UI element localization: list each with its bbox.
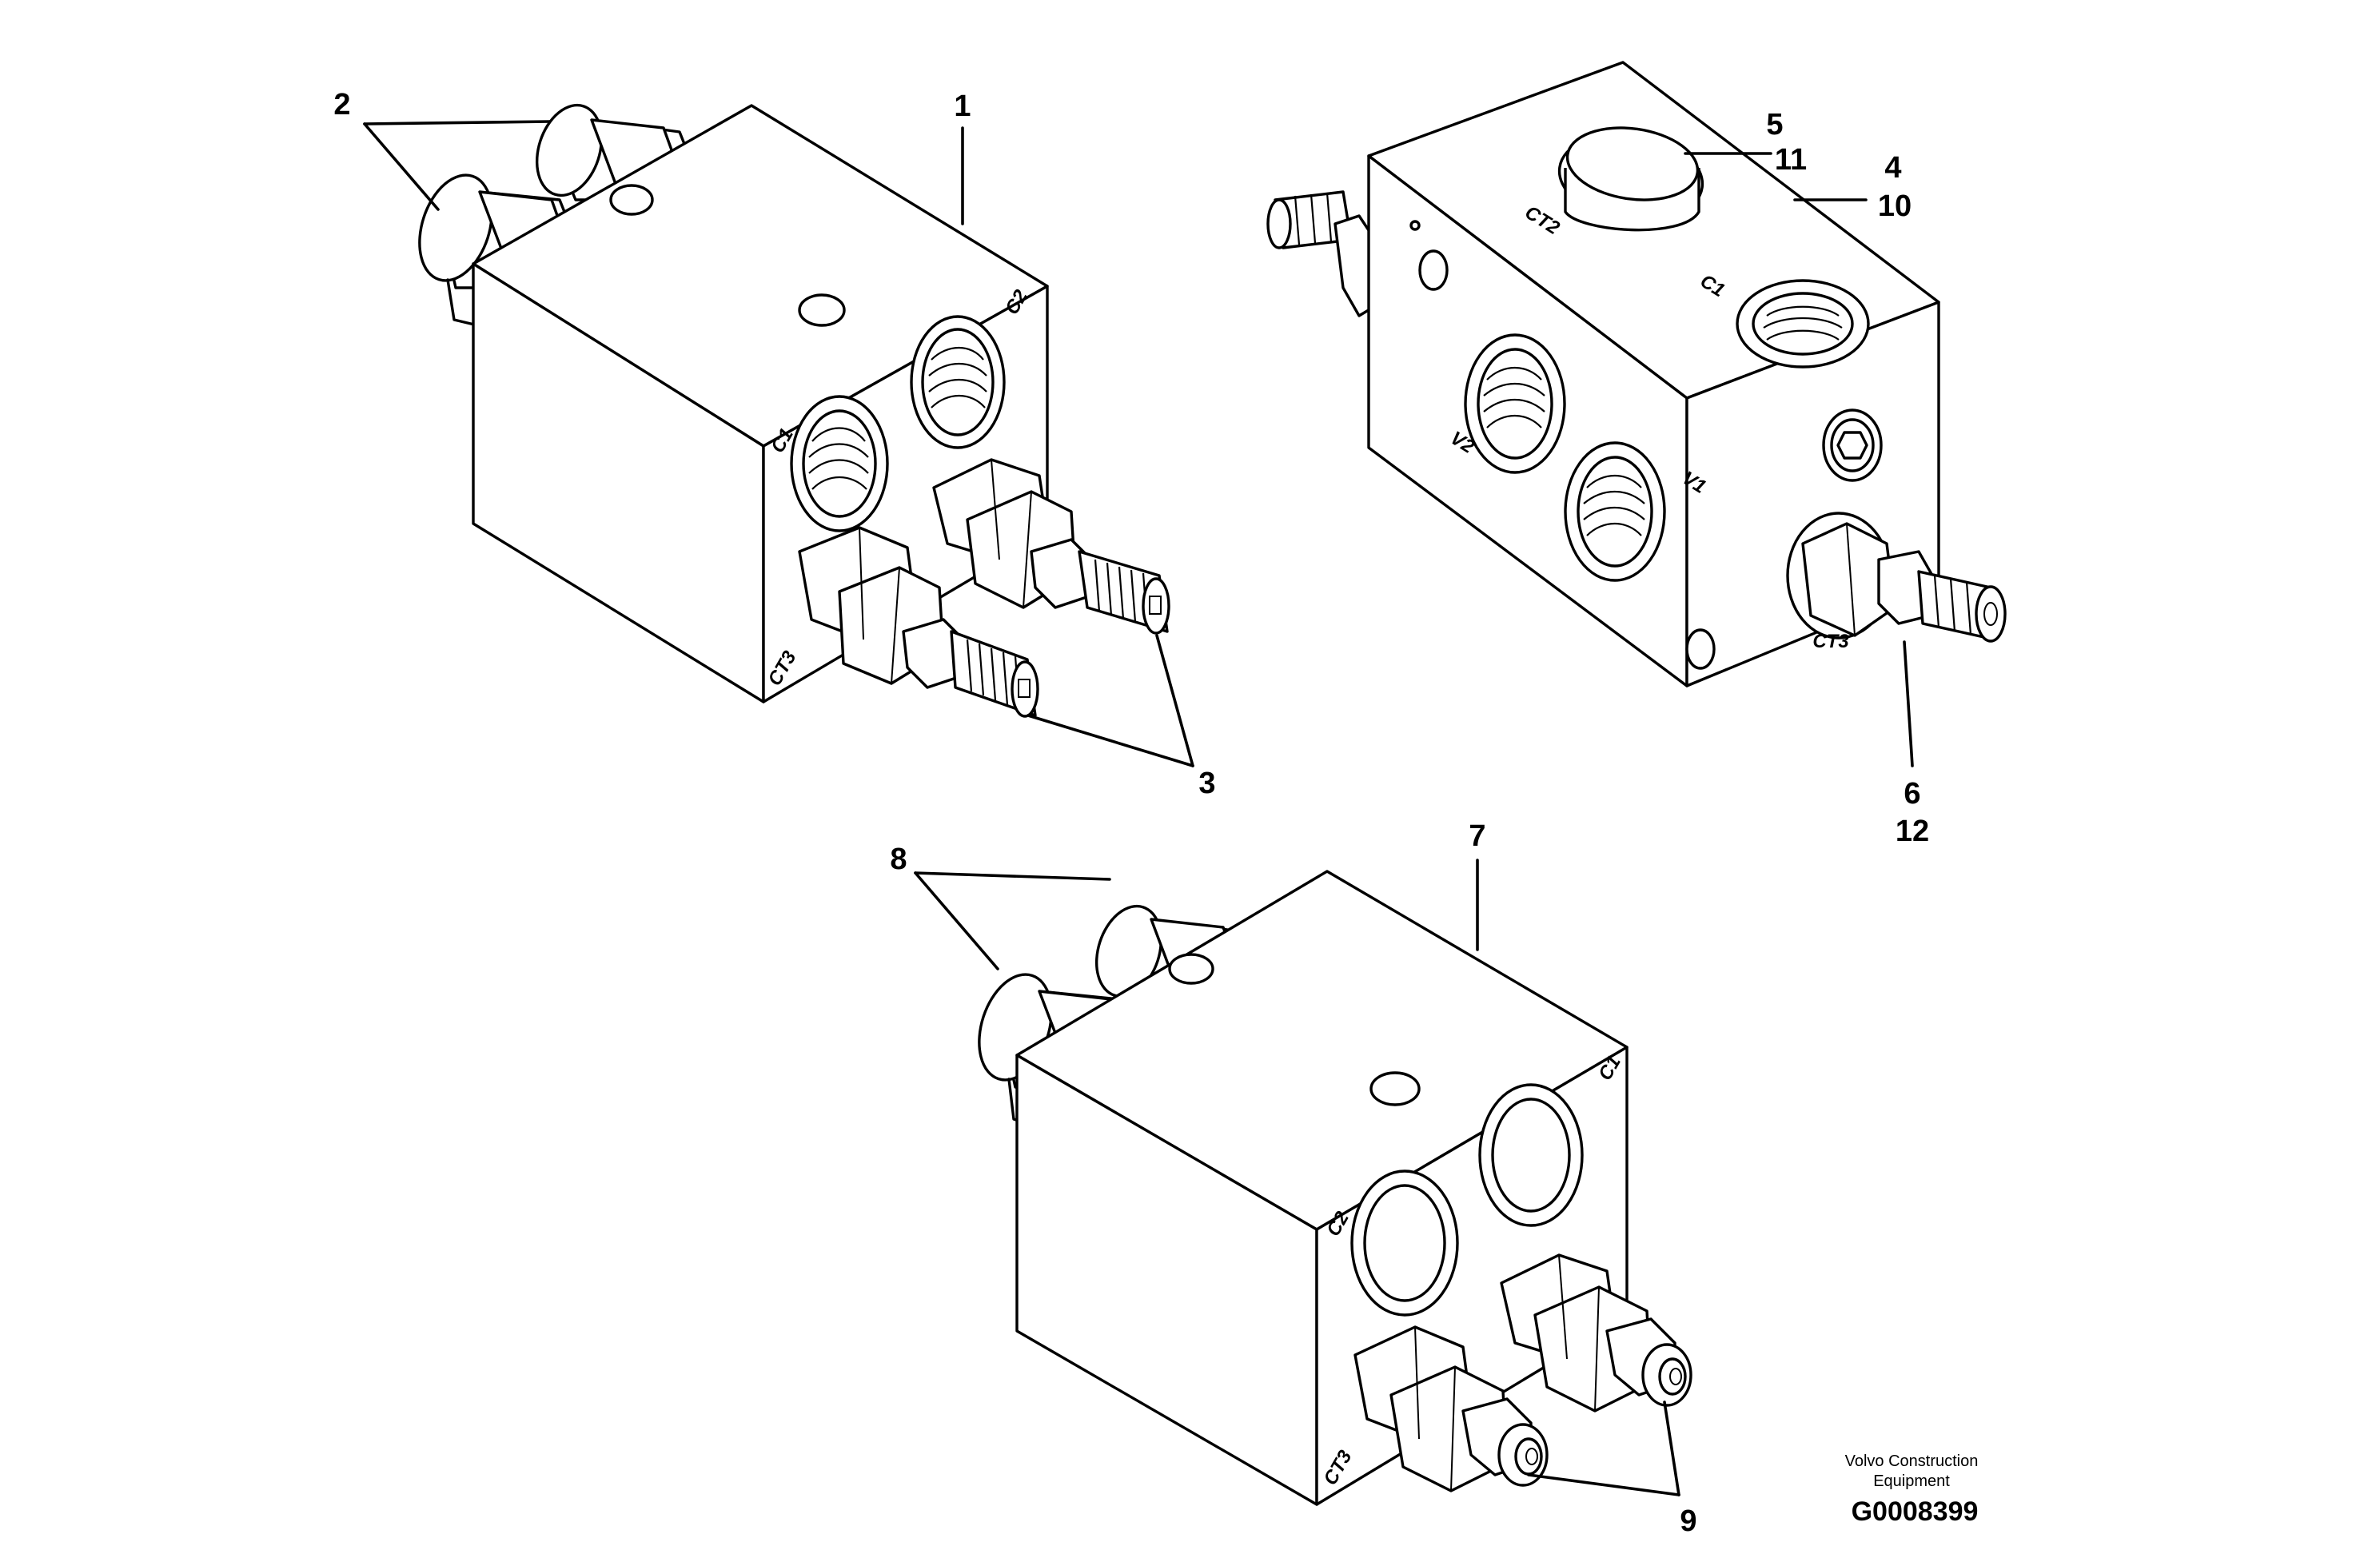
callout-11: 11 (1775, 143, 1807, 177)
mount-hole (1685, 628, 1716, 670)
callout-8: 8 (890, 843, 907, 876)
callout-12: 12 (1896, 815, 1929, 848)
port-c2 (1350, 1169, 1459, 1317)
port-label-ct3: CT3 (1812, 631, 1849, 652)
callout-7: 7 (1469, 819, 1485, 853)
drawing-code: G0008399 (1852, 1496, 1979, 1527)
callout-3: 3 (1198, 767, 1215, 800)
callout-1: 1 (954, 90, 971, 123)
valve-block-7: C1 C2 CT3 (978, 870, 1692, 1506)
valve-block-4: CT2 C1 V2 V1 CT3 (1266, 61, 2007, 687)
port-c1 (1736, 279, 1870, 369)
mount-hole (798, 293, 846, 327)
rear-adjuster (1266, 190, 1381, 317)
port-c1 (790, 395, 889, 532)
valve-block-1: C1 C2 CT3 (418, 103, 1170, 718)
pilot-hole (1409, 220, 1421, 231)
cartridge-ct2 (1557, 126, 1704, 232)
callout-6: 6 (1904, 777, 1920, 811)
front-cartridge-lower (798, 526, 1039, 718)
callout-2: 2 (333, 88, 350, 122)
front-cartridge-upper (932, 458, 1170, 635)
hex-socket-plug (1822, 408, 1883, 482)
callout-10: 10 (1878, 189, 1912, 223)
front-cartridge-lower (1353, 1325, 1549, 1492)
callout-9: 9 (1680, 1504, 1696, 1538)
footer-block: Volvo Construction Equipment G0008399 (1845, 1452, 1979, 1527)
mount-hole (1418, 249, 1449, 291)
cartridge-ct3 (1786, 512, 2007, 643)
port-v2 (1464, 333, 1566, 474)
mount-hole (1369, 1071, 1421, 1106)
callout-leaders (363, 120, 1914, 1496)
port-c2 (910, 315, 1006, 449)
port-v1 (1564, 441, 1666, 582)
port-c1 (1478, 1083, 1584, 1227)
company-line-1: Volvo Construction (1845, 1452, 1979, 1470)
mount-hole (609, 184, 654, 216)
rear-cartridge-upper (535, 103, 689, 201)
callout-5: 5 (1766, 108, 1783, 141)
front-cartridge-upper (1500, 1253, 1692, 1413)
mount-hole (1168, 953, 1214, 985)
company-line-2: Equipment (1873, 1472, 1950, 1490)
callout-4: 4 (1884, 151, 1901, 185)
